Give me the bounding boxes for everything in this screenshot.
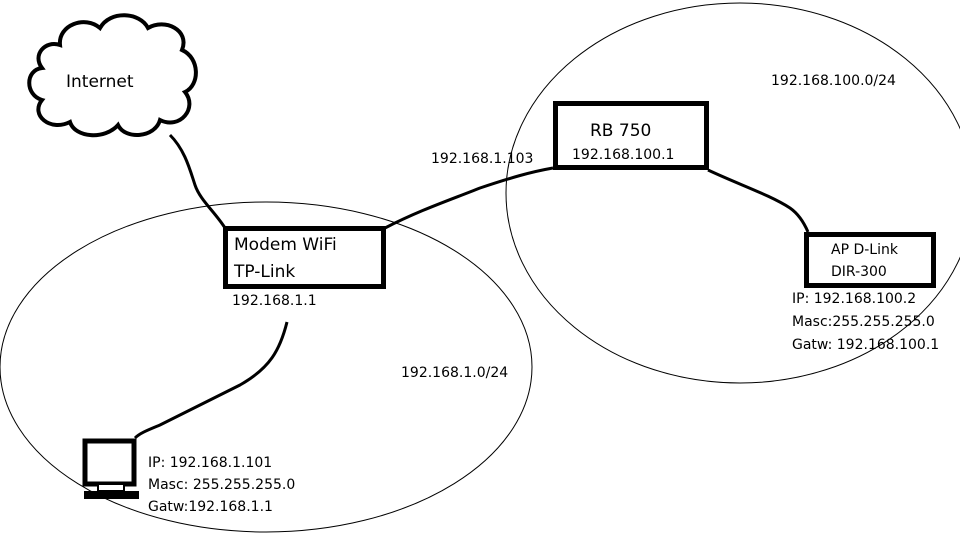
router-name: RB 750 (590, 121, 652, 141)
ap-node: AP D-Link DIR-300 (804, 232, 936, 288)
modem-node: Modem WiFi TP-Link (223, 226, 386, 289)
pc-monitor-icon (82, 438, 139, 499)
modem-label-line2: TP-Link (234, 262, 296, 282)
internet-label: Internet (66, 72, 134, 92)
link-router-ap (707, 168, 810, 233)
router-lan-ip: 192.168.100.1 (572, 147, 675, 163)
router-wan-ip: 192.168.1.103 (431, 151, 534, 167)
link-modem-router (384, 166, 554, 230)
pc-mask: Masc: 255.255.255.0 (148, 477, 296, 493)
ap-label-line1: AP D-Link (831, 242, 898, 258)
ap-mask: Masc:255.255.255.0 (792, 314, 935, 330)
pc-ip: IP: 192.168.1.101 (148, 455, 273, 471)
internet-cloud-icon (27, 13, 198, 138)
network-label-lan2: 192.168.100.0/24 (771, 73, 896, 89)
ap-gateway: Gatw: 192.168.100.1 (792, 337, 940, 353)
pc-gateway: Gatw:192.168.1.1 (148, 499, 273, 515)
modem-ip: 192.168.1.1 (232, 293, 317, 309)
router-node: RB 750 192.168.100.1 (553, 101, 709, 170)
ap-ip: IP: 192.168.100.2 (792, 291, 917, 307)
network-ellipse-192-168-100 (505, 2, 960, 384)
modem-label-line1: Modem WiFi (234, 235, 337, 255)
link-modem-pc (133, 321, 289, 440)
network-label-lan1: 192.168.1.0/24 (401, 365, 509, 381)
network-ellipse-192-168-1 (0, 201, 533, 533)
link-internet-modem (168, 133, 227, 229)
ap-label-line2: DIR-300 (831, 264, 887, 280)
